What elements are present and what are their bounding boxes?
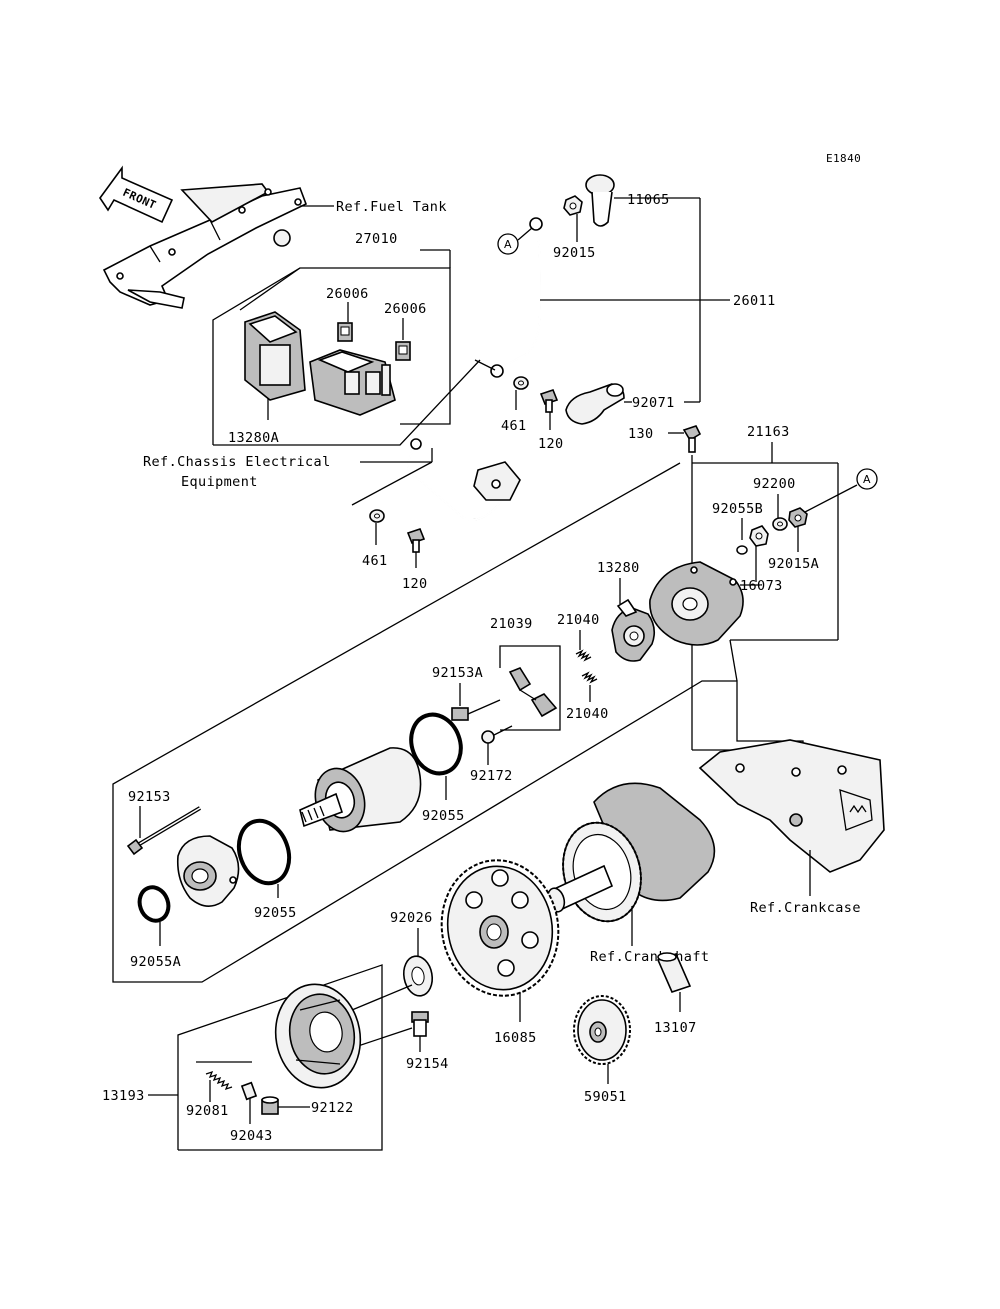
bolt-120-a [539,389,559,413]
washer-461-a [513,376,529,390]
oring-92055b [736,545,748,555]
sleeve-13107 [656,952,692,993]
oring-92055-b [236,818,292,886]
label-11065: 11065 [627,192,670,208]
washer-92026 [402,955,434,997]
label-13193: 13193 [102,1088,145,1104]
crankshaft [546,782,716,923]
starter-clutch-frame [177,964,413,1151]
callout-a-top-letter: A [504,238,512,251]
ground-cable [407,438,521,521]
label-92055b: 92055B [712,501,763,517]
cap-11065 [585,174,615,227]
label-92200: 92200 [753,476,796,492]
label-26006-b: 26006 [384,301,427,317]
label-92172: 92172 [470,768,513,784]
cap-92071 [565,383,625,425]
fuse-26006-b [395,341,411,361]
label-461-b: 461 [362,553,388,569]
pin-92043 [240,1081,258,1101]
label-21040-b: 21040 [566,706,609,722]
nut-92015 [563,195,583,216]
label-21039: 21039 [490,616,533,632]
label-92043: 92043 [230,1128,273,1144]
relay-group-frame [212,249,481,446]
washer-461-b [369,509,385,523]
label-13107: 13107 [654,1020,697,1036]
roller-92122 [261,1096,279,1115]
label-92055-b: 92055 [254,905,297,921]
brushes-21039 [508,667,558,718]
callout-a-top: A [497,233,519,255]
label-92153a: 92153A [432,665,483,681]
label-59051: 59051 [584,1089,627,1105]
callout-a-right: A [856,468,878,490]
diagram-code: E1840 [826,152,861,165]
label-92015a: 92015A [768,556,819,572]
spring-21040-a [575,649,592,662]
oring-92055-a [409,712,463,776]
screw-92172 [481,725,513,744]
label-27010: 27010 [355,231,398,247]
bushing-16073 [749,525,769,547]
bolt-92154 [411,1011,429,1037]
relay-13280a [244,311,306,420]
ref-crankshaft-label: Ref.Crankshaft [590,949,709,965]
label-16073: 16073 [740,578,783,594]
label-120-a: 120 [538,436,564,452]
label-461-a: 461 [501,418,527,434]
label-130: 130 [628,426,654,442]
label-92153: 92153 [128,789,171,805]
callout-a-right-letter: A [863,473,871,486]
label-26011: 26011 [733,293,776,309]
label-92055a-small: 92055A [130,954,181,970]
bolt-130 [682,425,702,453]
label-92154: 92154 [406,1056,449,1072]
bolt-92153a [451,699,501,721]
label-92081: 92081 [186,1103,229,1119]
spring-21040-b [581,671,598,684]
bolt-120-b [406,528,426,553]
label-13280a: 13280A [228,430,279,446]
label-92026: 92026 [390,910,433,926]
gear-16085 [440,859,560,997]
bolt-92153 [126,806,202,856]
end-cover-21163 [649,561,744,646]
spring-92081 [205,1070,233,1091]
ref-chassis-label-1: Ref.Chassis Electrical [143,454,331,470]
fuse-26006-a [337,322,353,342]
ref-fuel-tank-label: Ref.Fuel Tank [336,199,447,215]
starter-clutch [274,983,362,1089]
label-26006-a: 26006 [326,286,369,302]
label-21163: 21163 [747,424,790,440]
starter-front-cover [176,835,240,907]
label-21040-a: 21040 [557,612,600,628]
ref-chassis-label-2: Equipment [181,474,258,490]
washer-92200 [772,517,788,531]
front-arrow-icon: FRONT [99,165,174,224]
label-92122: 92122 [311,1100,354,1116]
gear-59051 [573,995,631,1065]
label-92071: 92071 [632,395,675,411]
label-120-b: 120 [402,576,428,592]
label-13280: 13280 [597,560,640,576]
starter-yoke [299,747,422,833]
ref-crankcase-label: Ref.Crankcase [750,900,861,916]
label-16085: 16085 [494,1030,537,1046]
brush-holder-13280 [611,598,656,662]
label-92015: 92015 [553,245,596,261]
nut-92015a [788,507,808,528]
frame-bracket [102,183,334,309]
crankcase-partial [698,739,885,873]
label-92055-a: 92055 [422,808,465,824]
oring-92055a-small [137,885,171,923]
starter-relay [309,349,396,416]
